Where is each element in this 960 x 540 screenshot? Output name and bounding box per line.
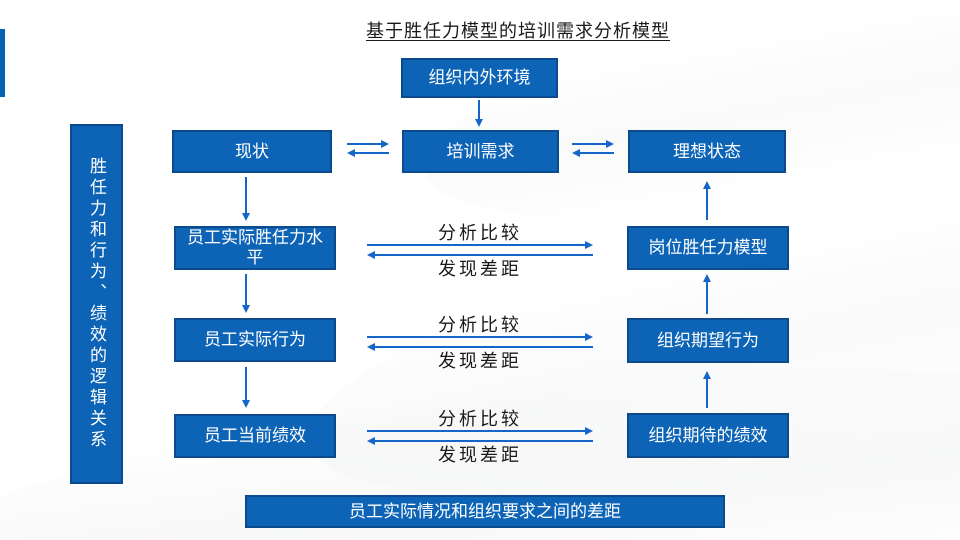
arrow-left-icon — [367, 437, 593, 445]
arrow-down-icon — [242, 177, 250, 221]
box-training-needs: 培训需求 — [402, 130, 559, 173]
arrow-down-icon — [242, 367, 250, 408]
find-gap-label: 发现差距 — [438, 445, 522, 465]
find-gap-label: 发现差距 — [438, 259, 522, 279]
arrow-down-icon — [475, 100, 483, 127]
box-position-competency-model: 岗位胜任力模型 — [627, 226, 789, 270]
box-current-state: 现状 — [172, 130, 332, 173]
arrow-left-icon — [367, 251, 593, 259]
double-arrow-icon — [572, 140, 614, 157]
box-employee-performance: 员工当前绩效 — [174, 414, 336, 458]
analyze-compare-label: 分析比较 — [438, 315, 522, 335]
arrow-left-icon — [367, 343, 593, 351]
arrow-down-icon — [242, 274, 250, 313]
arrow-right-icon — [367, 333, 593, 341]
arrow-up-icon — [703, 181, 711, 220]
slide-title: 基于胜任力模型的培训需求分析模型 — [366, 21, 670, 41]
arrow-right-icon — [367, 241, 593, 249]
box-org-expected-behavior: 组织期望行为 — [627, 318, 789, 363]
arrow-up-icon — [703, 274, 711, 314]
left-accent-bar — [0, 29, 5, 97]
box-employee-competency: 员工实际胜任力水平 — [174, 226, 336, 270]
box-bottom-gap: 员工实际情况和组织要求之间的差距 — [245, 495, 725, 528]
box-environment: 组织内外环境 — [401, 58, 558, 98]
double-arrow-icon — [347, 140, 389, 157]
arrow-up-icon — [703, 371, 711, 408]
arrow-right-icon — [367, 427, 593, 435]
analyze-compare-label: 分析比较 — [438, 409, 522, 429]
box-org-expected-performance: 组织期待的绩效 — [627, 413, 789, 458]
box-side-label: 胜任力和行为、绩效的逻辑关系 — [70, 124, 123, 484]
analyze-compare-label: 分析比较 — [438, 223, 522, 243]
box-employee-behavior: 员工实际行为 — [174, 318, 336, 362]
box-ideal-state: 理想状态 — [628, 130, 786, 173]
find-gap-label: 发现差距 — [438, 351, 522, 371]
